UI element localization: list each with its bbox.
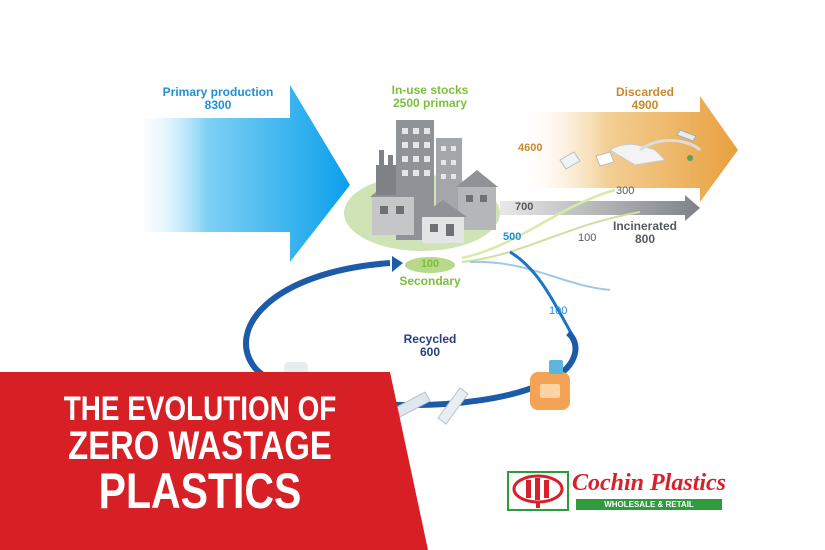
incinerated-label: Incinerated 800: [605, 219, 685, 247]
flow-500-value: 500: [503, 231, 522, 243]
secondary-value: 100: [420, 258, 440, 270]
cochin-plastics-emblem: [507, 471, 569, 511]
primary-production-arrow: [130, 85, 350, 262]
banner-line-2: ZERO WASTAGE: [68, 424, 332, 468]
plastic-waste-icon: [559, 129, 702, 170]
flow-300-value: 300: [616, 185, 635, 197]
discarded-value: 4900: [631, 98, 659, 113]
recycled-value: 600: [419, 345, 441, 360]
recycle-loop-arrowhead: [392, 256, 403, 272]
incinerated-arrow: [500, 195, 700, 221]
detergent-bottle-icon: [530, 360, 570, 410]
banner-title: THE EVOLUTION OF ZERO WASTAGE PLASTICS: [36, 392, 364, 516]
recycled-label: Recycled 600: [385, 332, 475, 360]
primary-production-value: 8300: [204, 98, 232, 113]
secondary-ellipse: [405, 257, 455, 273]
flow-100-incinerated-value: 100: [578, 232, 597, 244]
primary-production-label: Primary production 8300: [146, 85, 290, 113]
banner-line-3: PLASTICS: [98, 463, 302, 519]
incinerated-value: 800: [634, 232, 656, 247]
city-icon: [370, 120, 498, 243]
banner-line-1: THE EVOLUTION OF: [63, 390, 337, 428]
logo-tagline: WHOLESALE & RETAIL: [576, 499, 722, 510]
flow-line-to-recycled: [469, 260, 611, 291]
in-use-stocks-value: 2500 primary: [392, 96, 468, 111]
incinerated-inflow-value: 700: [515, 201, 534, 213]
discarded-label: Discarded 4900: [600, 85, 690, 113]
title-banner: [0, 372, 428, 550]
discarded-inflow-value: 4600: [518, 142, 543, 154]
flow-line-500: [509, 250, 577, 341]
flow-line-to-discarded: [461, 188, 616, 260]
flow-100-recycled-value: 100: [549, 305, 568, 317]
secondary-label: Secondary: [399, 274, 461, 288]
logo-name: Cochin Plastics: [572, 470, 727, 496]
in-use-stocks-label: In-use stocks 2500 primary: [370, 83, 490, 111]
flow-line-to-incinerated: [461, 211, 641, 263]
